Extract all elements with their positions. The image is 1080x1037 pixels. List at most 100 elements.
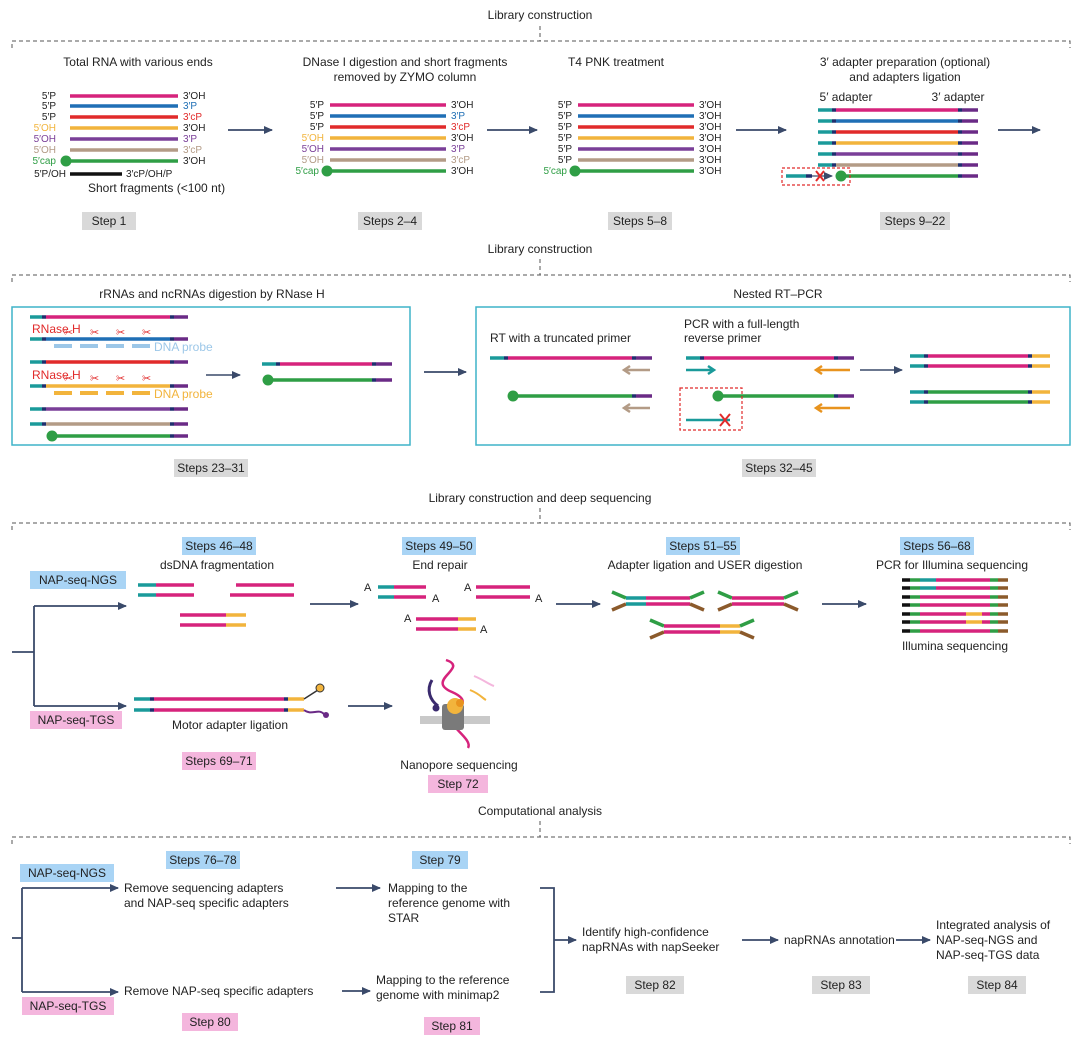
nanopore-icon (420, 658, 495, 749)
step-label: Steps 5–8 (613, 214, 667, 228)
step-badge (626, 976, 684, 994)
rt-primers (621, 364, 650, 414)
tgs-tag-label: NAP-seq-TGS (38, 713, 115, 727)
step-label: Steps 32–45 (745, 461, 813, 475)
branch-lines (12, 602, 127, 710)
a-overhang-label: A (480, 624, 488, 636)
n2-text: Mapping to the (388, 881, 468, 895)
panel2-title: removed by ZYMO column (334, 70, 477, 84)
boxA-title: rRNAs and ncRNAs digestion by RNase H (99, 287, 324, 301)
cap-icon (712, 390, 724, 402)
illumina-library (902, 578, 1008, 633)
panel4-title: and adapters ligation (849, 70, 960, 84)
boxB-frame (475, 306, 1071, 446)
cap-icon (569, 165, 581, 177)
svg-text:✂: ✂ (90, 327, 99, 339)
pcr-reverse-primers (813, 364, 850, 414)
end-label: 5′P (558, 122, 572, 133)
end-label: 5′P/OH (34, 169, 66, 180)
tgs-tag (30, 711, 122, 729)
rnase-h-label: RNase H (32, 368, 81, 382)
end-label: 5′OH (302, 155, 324, 166)
g2-text: genome with minimap2 (376, 988, 500, 1002)
boxA-frame (11, 306, 411, 446)
end-label: 3′OH (451, 100, 473, 111)
end-label: 3′OH (699, 155, 721, 166)
end-label: 3′cP/OH/P (126, 169, 173, 180)
end-label: 3′OH (699, 144, 721, 155)
tgs-tag (22, 997, 114, 1015)
svg-text:✂: ✂ (64, 327, 73, 339)
step-label: Step 72 (437, 777, 479, 791)
a-overhang-label: A (535, 593, 543, 605)
step-badge (742, 459, 816, 477)
adapter3-label: 3′ adapter (932, 90, 985, 104)
panel1-title: Total RNA with various ends (63, 55, 212, 69)
end-label: 3′OH (451, 133, 473, 144)
end-label: 5′P (558, 133, 572, 144)
step-label: Step 82 (634, 978, 676, 992)
cross-icon (815, 170, 825, 182)
end-label: 5′OH (302, 144, 324, 155)
step-label: Steps 23–31 (177, 461, 245, 475)
pcr-label: reverse primer (684, 331, 761, 345)
ngs-tag-label: NAP-seq-NGS (39, 573, 117, 587)
boxA-rna (30, 315, 188, 438)
a-overhang-label: A (464, 582, 472, 594)
step-label: Steps 9–22 (885, 214, 946, 228)
end-label: 5′P (42, 101, 56, 112)
t1-title: Motor adapter ligation (172, 718, 288, 732)
step-label: Steps 46–48 (185, 539, 253, 553)
pcr-products (910, 354, 1050, 404)
panel1-left-labels: 5′P 5′P 5′P 5′OH 5′OH 5′OH 5′cap 5′P/OH (32, 91, 66, 180)
panel3-title: T4 PNK treatment (568, 55, 665, 69)
scissors-icon: ✂✂✂✂ ✂✂✂✂ (64, 327, 151, 385)
step-badge (358, 212, 422, 230)
pcr-label: PCR with a full-length (684, 317, 799, 331)
section3-bracket (11, 508, 1071, 530)
end-label: 5′cap (543, 166, 567, 177)
step-badge (812, 976, 870, 994)
cap-icon (46, 430, 58, 442)
n1-text: and NAP-seq specific adapters (124, 896, 289, 910)
end-label: 5′P (42, 112, 56, 123)
section4-header: Computational analysis (478, 804, 602, 818)
ngs-tag (30, 571, 126, 589)
step-badge (402, 537, 476, 555)
step-badge (412, 851, 468, 869)
c2-text: napRNAs annotation (784, 933, 895, 947)
g2-text: Mapping to the reference (376, 973, 510, 987)
cap-icon (262, 374, 274, 386)
end-repaired-dsdna (378, 585, 530, 631)
end-label: 5′P (42, 91, 56, 102)
end-label: 3′OH (699, 166, 721, 177)
step-label: Steps 51–55 (669, 539, 737, 553)
svg-text:✂: ✂ (116, 327, 125, 339)
panel2-rna-lines (330, 103, 446, 173)
panel1-right-labels: 3′OH 3′P 3′cP 3′OH 3′P 3′cP 3′OH 3′cP/OH… (126, 91, 205, 180)
n2-text: STAR (388, 911, 419, 925)
cap-icon (60, 155, 72, 167)
step-label: Steps 2–4 (363, 214, 417, 228)
a-overhangs: A A A A A A (364, 582, 543, 636)
section2-bracket (11, 259, 1071, 282)
c3-text: NAP-seq-NGS and (936, 933, 1037, 947)
step-label: Steps 49–50 (405, 539, 473, 553)
end-label: 5′cap (295, 166, 319, 177)
step-badge (880, 212, 950, 230)
svg-text:✂: ✂ (142, 327, 151, 339)
boxA-product (262, 362, 392, 382)
end-label: 3′cP (183, 112, 202, 123)
fragmented-dsdna (138, 583, 294, 627)
s3-title: Adapter ligation and USER digestion (608, 558, 803, 572)
end-label: 5′OH (34, 134, 56, 145)
tgs-tag-label: NAP-seq-TGS (30, 999, 107, 1013)
adapter5-label: 5′ adapter (820, 90, 873, 104)
end-label: 3′OH (183, 91, 205, 102)
step-label: Steps 69–71 (185, 754, 253, 768)
end-label: 5′P (310, 122, 324, 133)
panel4-5p-adapters (818, 108, 836, 167)
dna-probe-label: DNA probe (154, 387, 213, 401)
end-label: 5′P (558, 144, 572, 155)
